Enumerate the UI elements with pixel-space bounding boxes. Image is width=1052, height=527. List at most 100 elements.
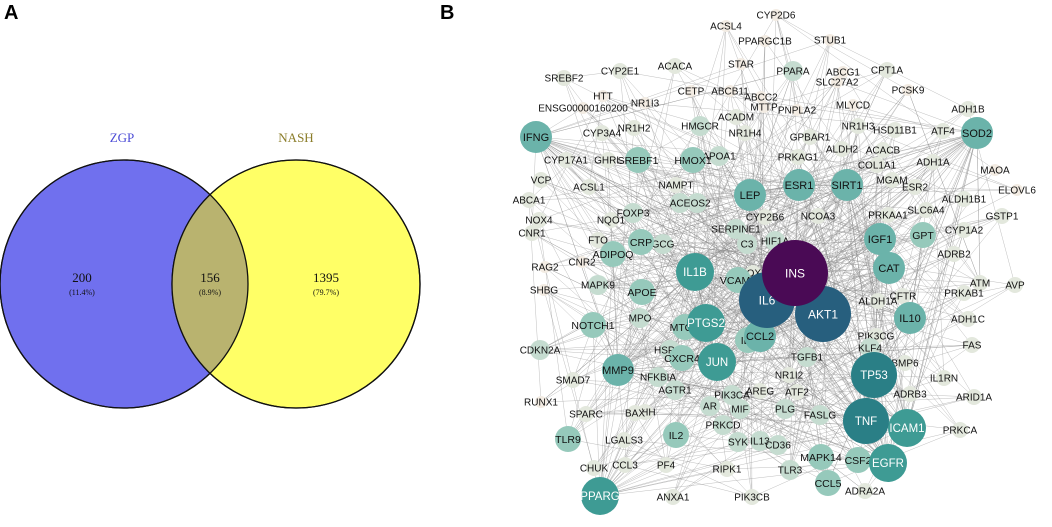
network-edge	[907, 89, 981, 284]
node-label: ESR2	[902, 183, 929, 194]
node-circle	[956, 191, 972, 207]
node-adh1c: ADH1C	[951, 311, 985, 327]
node-circle	[857, 483, 873, 499]
node-adrb2: ADRB2	[937, 246, 971, 262]
node-adrb3: ADRB3	[893, 386, 927, 402]
node-label: TGFB1	[791, 353, 824, 364]
node-circle	[685, 85, 697, 97]
node-label: LEP	[740, 190, 761, 202]
node-cpt1a: CPT1A	[871, 62, 904, 78]
network-edge	[690, 90, 978, 134]
node-acacb: ACACB	[866, 142, 901, 158]
network-edge	[904, 362, 961, 431]
node-circle	[910, 222, 936, 248]
node-label: FOXP3	[617, 209, 650, 220]
node-esr1: ESR1	[783, 169, 815, 201]
node-nqo1: NQO1	[597, 212, 626, 228]
network-edge	[909, 132, 978, 395]
venn-count-overlap: 156	[200, 270, 220, 285]
network-edge	[759, 132, 978, 392]
node-circle	[653, 234, 673, 254]
node-label: CHUK	[580, 464, 609, 475]
node-label: ESR1	[785, 180, 814, 192]
node-label: ACADM	[718, 113, 754, 124]
node-circle	[936, 370, 952, 386]
node-acsl4: ACSL4	[710, 20, 742, 33]
node-circle	[734, 179, 766, 211]
node-label: ADH1A	[916, 158, 950, 169]
node-circle	[789, 384, 805, 400]
network-edge	[585, 214, 889, 415]
node-label: PPARGC1B	[738, 37, 792, 48]
node-cftr: CFTR	[890, 288, 916, 304]
node-circle	[539, 261, 551, 273]
node-fas: FAS	[963, 337, 982, 353]
network-edge	[674, 65, 965, 200]
node-circle	[888, 409, 926, 447]
node-agtr1: AGTR1	[658, 380, 692, 400]
node-acsl1: ACSL1	[573, 179, 605, 195]
panel-letter-b: B	[440, 2, 455, 24]
network-edge	[766, 299, 859, 461]
node-label: ICAM1	[889, 423, 924, 435]
node-label: AR	[703, 402, 717, 413]
network-edge	[597, 215, 819, 286]
node-circle	[726, 219, 746, 239]
node-ppara: PPARA	[776, 61, 810, 81]
node-label: AREG	[746, 387, 775, 398]
node-circle	[630, 308, 650, 328]
node-label: PRKCA	[943, 426, 978, 437]
node-prkcd: PRKCD	[705, 415, 741, 435]
node-apoa1: APOA1	[702, 146, 736, 166]
network-edge	[775, 14, 798, 111]
network-edge	[716, 39, 831, 363]
node-circle	[524, 225, 540, 241]
node-circle	[600, 241, 626, 267]
node-label: PPARA	[776, 67, 809, 78]
node-ensg00000160200: ENSG00000160200	[538, 102, 628, 115]
node-srebf1: SREBF1	[618, 147, 659, 173]
node-label: ADH1C	[951, 315, 985, 326]
node-label: SOD2	[962, 128, 992, 140]
network-edge	[535, 136, 800, 186]
node-label: RIPK1	[713, 465, 742, 476]
network-edge	[729, 90, 765, 108]
node-label: CPT1A	[871, 66, 904, 77]
network-edge	[906, 132, 978, 429]
node-mif: MIF	[730, 399, 750, 419]
node-circle	[668, 177, 684, 193]
node-cyp3a4: CYP3A4	[583, 125, 622, 141]
node-label: PRKAG1	[778, 153, 819, 164]
network-edge	[535, 136, 724, 426]
node-label: PIK3CA	[714, 391, 750, 402]
node-label: PIK3CG	[858, 332, 895, 343]
network-edge	[617, 271, 696, 371]
node-label: PCSK9	[892, 86, 925, 97]
node-label: CDKN2A	[520, 346, 561, 357]
node-pparg: PPARG	[580, 477, 620, 515]
node-label: CYP17A1	[544, 156, 588, 167]
node-label: ABCC2	[744, 93, 778, 104]
network-edge	[775, 14, 996, 171]
node-circle	[847, 99, 859, 111]
node-circle	[870, 293, 886, 309]
node-label: FASLG	[804, 411, 836, 422]
node-circle	[850, 118, 866, 134]
node-label: ABCG1	[826, 68, 860, 79]
node-crp: CRP	[628, 229, 654, 255]
node-circle	[810, 405, 830, 425]
node-label: PNPLA2	[778, 106, 817, 117]
node-cnr1: CNR1	[518, 225, 546, 241]
node-igf1: IGF1	[864, 223, 896, 255]
node-label: AKT1	[808, 307, 838, 321]
node-arid1a: ARID1A	[956, 389, 992, 405]
network-edge	[744, 70, 794, 134]
network-edge	[976, 132, 981, 284]
node-cetp: CETP	[678, 85, 705, 98]
node-circle	[797, 347, 817, 367]
network-edge	[788, 374, 889, 464]
node-bmp6: BMP6	[891, 355, 919, 371]
node-label: HMGCR	[681, 122, 719, 133]
network-edge	[602, 95, 965, 200]
